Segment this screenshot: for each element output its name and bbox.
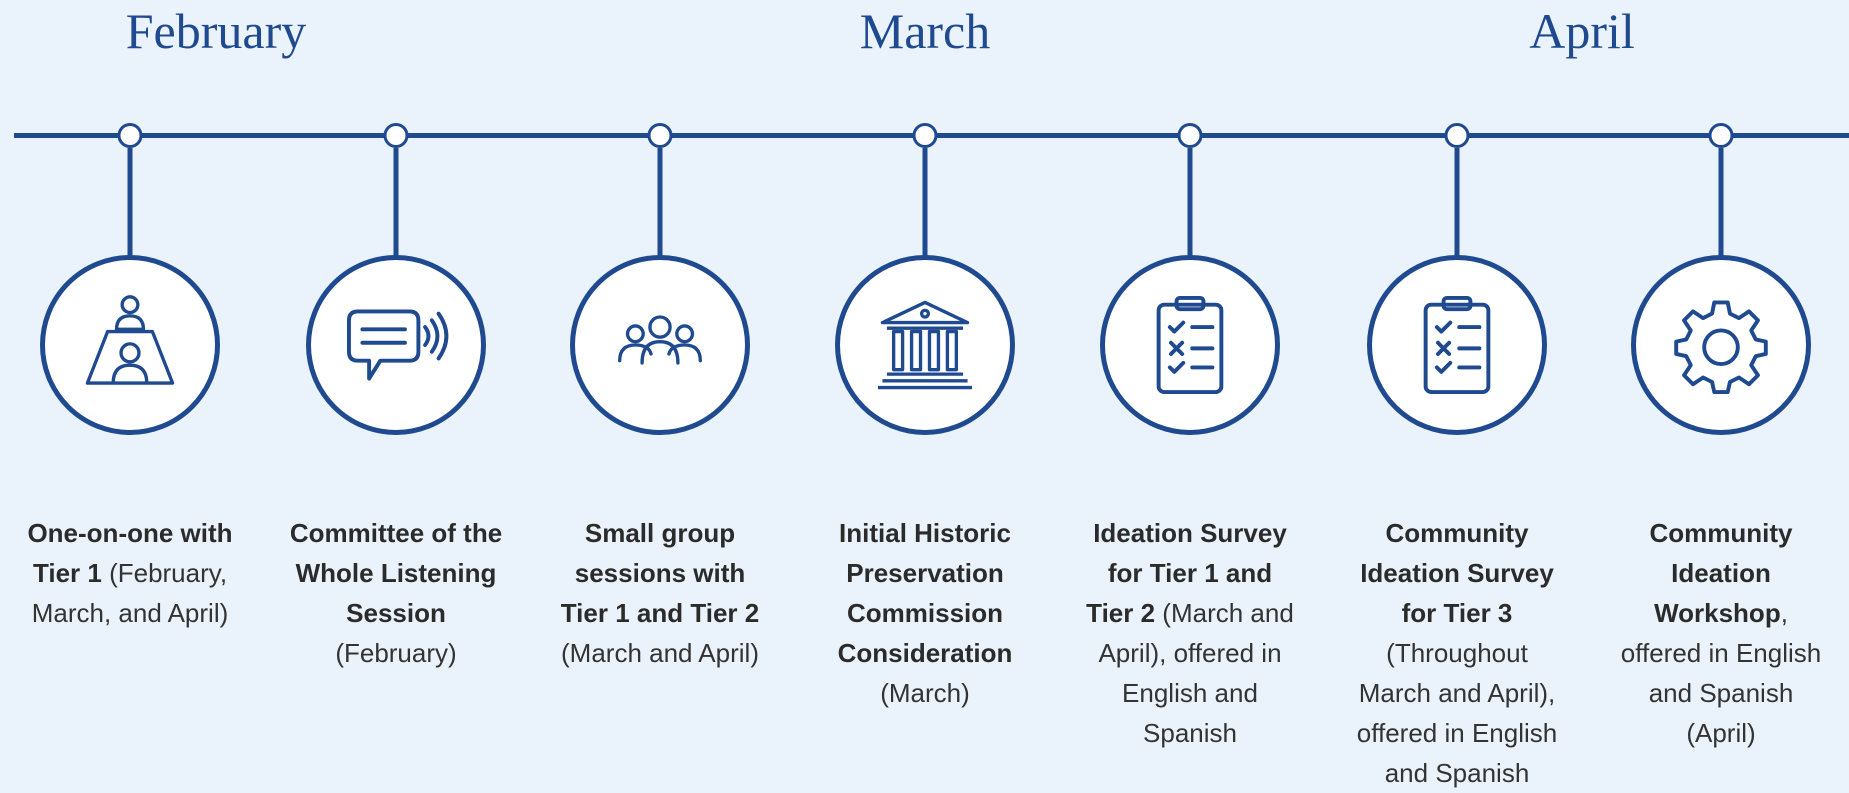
step-title: One-on-one with Tier 1 [27, 518, 233, 588]
timeline-node [1708, 123, 1734, 148]
step-icon-circle [1631, 255, 1811, 435]
step-title: Ideation Survey for Tier 1 and Tier 2 [1086, 518, 1287, 628]
step-detail: (February) [335, 638, 457, 668]
step-title: Initial Historic Preservation Commission… [837, 518, 1013, 668]
timeline-stem [1718, 148, 1724, 256]
step-icon-circle [40, 255, 220, 435]
month-label-february: February [125, 3, 307, 59]
timeline-stem [922, 148, 928, 256]
step-icon-circle [570, 255, 750, 435]
step-detail: (Throughout March and April), offered in… [1356, 638, 1558, 788]
month-label-april: April [1529, 3, 1635, 59]
step-caption: Community Ideation Survey for Tier 3 (Th… [1348, 513, 1566, 793]
step-detail: (March and April), offered in English an… [1098, 598, 1294, 748]
step-icon-circle [306, 255, 486, 435]
step-detail: (March and April) [561, 638, 759, 668]
step-detail: (February, March, and April) [31, 558, 229, 628]
step-caption: Small group sessions with Tier 1 and Tie… [551, 513, 769, 673]
group-people-icon [618, 315, 702, 365]
step-title: Committee of the Whole Listening Session [289, 518, 503, 628]
step-icon-circle [1367, 255, 1547, 435]
step-icon-circle [835, 255, 1015, 435]
timeline-node [1177, 123, 1203, 148]
step-icon-circle [1100, 255, 1280, 435]
chat-speaker-icon [347, 309, 449, 381]
step-caption: Initial Historic Preservation Commission… [816, 513, 1034, 713]
step-detail: , offered in English and Spanish (April) [1620, 598, 1822, 748]
clipboard-checklist-icon [1423, 296, 1491, 394]
step-caption: Community Ideation Workshop, offered in … [1612, 513, 1830, 753]
step-title: Small group sessions with Tier 1 and Tie… [560, 518, 760, 628]
step-caption: Committee of the Whole Listening Session… [287, 513, 505, 673]
timeline-stem [1187, 148, 1193, 256]
month-label-march: March [859, 3, 991, 59]
step-title: Community Ideation Workshop [1649, 518, 1793, 628]
government-building-icon [877, 300, 973, 390]
timeline-node [647, 123, 673, 148]
clipboard-checklist-icon [1156, 296, 1224, 394]
timeline-stem [1454, 148, 1460, 256]
timeline-stem [393, 148, 399, 256]
timeline-node [1444, 123, 1470, 148]
step-caption: One-on-one with Tier 1 (February, March,… [21, 513, 239, 633]
step-detail: (March) [880, 678, 970, 708]
gear-icon [1674, 300, 1768, 394]
timeline-stem [127, 148, 133, 256]
step-caption: Ideation Survey for Tier 1 and Tier 2 (M… [1081, 513, 1299, 753]
timeline-node [117, 123, 143, 148]
step-title: Community Ideation Survey for Tier 3 [1360, 518, 1554, 628]
timeline-node [912, 123, 938, 148]
meeting-table-icon [85, 295, 175, 385]
timeline-node [383, 123, 409, 148]
timeline-stem [657, 148, 663, 256]
